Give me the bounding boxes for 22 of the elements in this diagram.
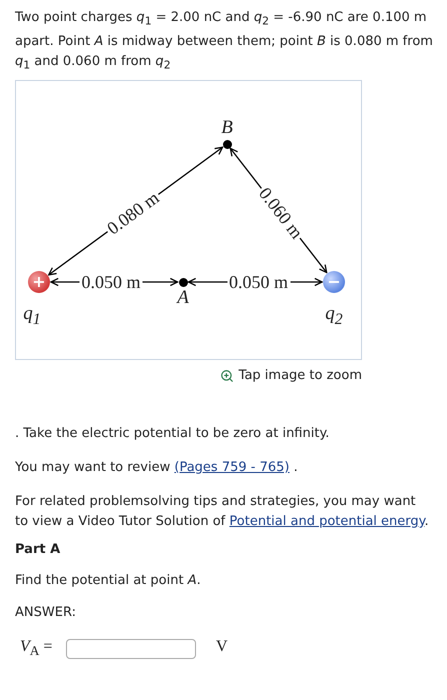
- point-label: q$_{2}$: [325, 303, 343, 329]
- point-label: q$_{1}$: [23, 303, 41, 329]
- part-heading: Part A: [15, 541, 62, 559]
- zoom-hint: Tap image to zoom: [238, 368, 362, 383]
- tutor-link: Potential and potential energy: [229, 514, 424, 529]
- point-charge: −: [323, 271, 345, 293]
- review-text: You may want to review (Pages 759 - 765) .: [15, 459, 299, 477]
- tutor-text: For related problemsolving tips and strategies, you may want to view a Video Tutor Solution of Potential and potential energy.: [15, 493, 430, 531]
- pages-link: (Pages 759 - 765): [174, 460, 290, 475]
- edge-label: 0.050 m: [80, 273, 142, 291]
- point-charge: +: [28, 271, 50, 293]
- question-text: Find the potential at point A.: [15, 572, 202, 590]
- unit-label: V: [216, 638, 228, 656]
- answer-variable: V$_{A}$ =: [20, 638, 52, 660]
- point-label: A: [177, 287, 189, 309]
- point-dot: [222, 140, 232, 148]
- point-dot: [178, 278, 188, 286]
- problem-text: Two point charges q$_{1}$ = 2.00 nC and q$_{2}$ = -6.90 nC are 0.100 m apart. Point A is midway between them; point B is 0.080 m from q$_{1}$ and 0.060 m from q$_{2}$: [15, 9, 434, 74]
- edge-label: 0.050 m: [227, 273, 290, 291]
- answer-heading: ANSWER:: [15, 604, 77, 622]
- instruction-text: . Take the electric potential to be zero at infinity.: [15, 425, 330, 443]
- point-label: B: [221, 117, 233, 139]
